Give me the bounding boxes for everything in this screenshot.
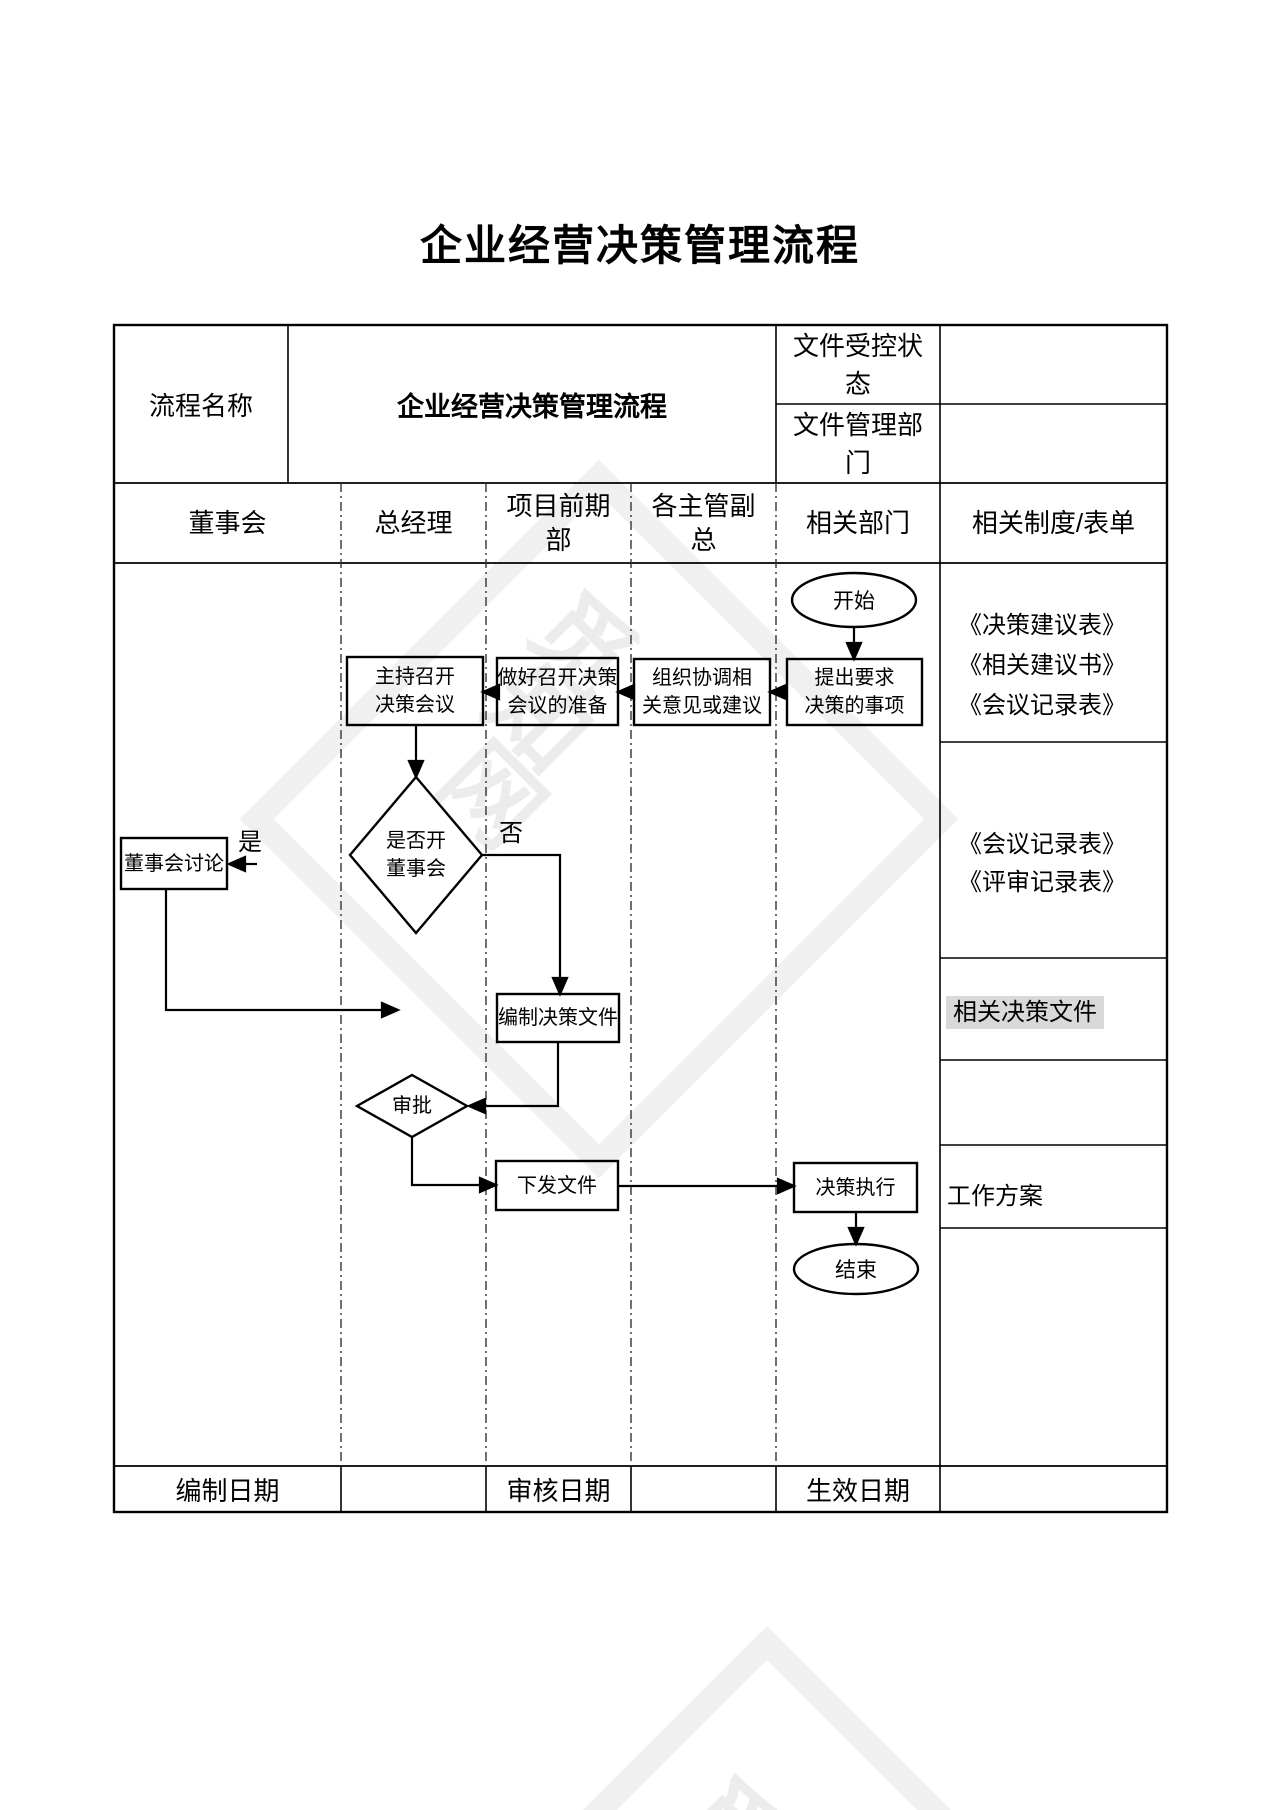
board-discuss-box [119, 836, 229, 891]
end-node-label: 结束 [794, 1244, 918, 1294]
effective-date-label-cell: 生效日期 [776, 1466, 940, 1512]
lane-header-vice-presidents: 各主管副总 [631, 483, 776, 563]
review-date-value-cell [631, 1466, 776, 1512]
managing-dept-label-cell: 文件管理部门 [776, 404, 940, 483]
board-question-line2: 董事会 [386, 858, 446, 880]
flow-arrows [164, 627, 865, 1247]
prepare-line2: 会议的准备 [507, 694, 608, 717]
lane-label: 各主管副总 [651, 491, 756, 555]
managing-dept-value-cell [940, 404, 1167, 483]
page-title: 企业经营决策管理流程 [419, 222, 860, 269]
form-item: 工作方案 [947, 1176, 1043, 1211]
end-text: 结束 [835, 1259, 877, 1282]
controlled-state-value-cell [940, 325, 1167, 404]
lane-dividers [340, 483, 777, 1466]
form-text: 《决策建议表》 [958, 612, 1126, 639]
propose-node-label: 提出要求 决策的事项 [787, 659, 922, 725]
controlled-state-label: 文件受控状态 [792, 330, 923, 399]
form-text: 工作方案 [947, 1183, 1043, 1210]
form-item-highlighted: 相关决策文件 [946, 992, 1104, 1029]
lane-header-board: 董事会 [114, 483, 341, 563]
compile-date-label: 编制日期 [175, 1475, 280, 1506]
managing-dept-label: 文件管理部门 [792, 409, 923, 478]
form-text: 《相关建议书》 [958, 652, 1126, 679]
review-date-label: 审核日期 [506, 1475, 611, 1506]
lane-label: 总经理 [374, 508, 453, 538]
lane-label: 董事会 [188, 508, 267, 538]
board-question-label: 是否开 董事会 [350, 810, 482, 900]
lane-header-project-dept: 项目前期部 [486, 483, 631, 563]
start-text: 开始 [833, 590, 875, 613]
lane-header-forms: 相关制度/表单 [940, 483, 1167, 563]
board-question-diamond [348, 775, 484, 935]
controlled-state-label-cell: 文件受控状态 [776, 325, 940, 404]
propose-line1: 提出要求 [814, 667, 895, 689]
host-node-label: 主持召开 决策会议 [347, 657, 483, 725]
prepare-node-label: 做好召开决策 会议的准备 [497, 658, 618, 725]
process-name-value-cell: 企业经营决策管理流程 [288, 325, 776, 483]
form-text: 《评审记录表》 [958, 869, 1126, 896]
form-item: 《相关建议书》 [958, 645, 1126, 680]
process-name-label: 流程名称 [148, 390, 253, 421]
issue-node-label: 下发文件 [496, 1161, 618, 1210]
coordinate-node-label: 组织协调相 关意见或建议 [634, 659, 770, 725]
board-discuss-label: 董事会讨论 [121, 838, 227, 889]
issue-text: 下发文件 [517, 1174, 597, 1197]
form-text: 《会议记录表》 [958, 692, 1126, 719]
compile-date-value-cell [341, 1466, 486, 1512]
process-name-label-cell: 流程名称 [114, 325, 288, 483]
lane-header-general-manager: 总经理 [341, 483, 486, 563]
form-text: 《会议记录表》 [958, 831, 1126, 858]
board-question-line1: 是否开 [386, 830, 446, 852]
execute-node-label: 决策执行 [794, 1163, 917, 1212]
no-text: 否 [499, 820, 523, 847]
start-node-label: 开始 [792, 573, 916, 627]
lane-label: 相关部门 [805, 508, 910, 538]
lane-label: 项目前期部 [506, 491, 611, 555]
approve-node-label: 审批 [357, 1075, 467, 1137]
execute-text: 决策执行 [815, 1176, 896, 1199]
yes-text: 是 [238, 829, 262, 856]
form-item: 《会议记录表》 [958, 685, 1126, 720]
coordinate-line1: 组织协调相 [652, 667, 752, 689]
review-date-label-cell: 审核日期 [486, 1466, 631, 1512]
effective-date-label: 生效日期 [805, 1475, 910, 1506]
form-item: 《评审记录表》 [958, 862, 1126, 897]
approve-text: 审批 [392, 1095, 432, 1117]
host-line1: 主持召开 [375, 666, 455, 688]
propose-line2: 决策的事项 [804, 695, 905, 717]
effective-date-value-cell [940, 1466, 1167, 1512]
compile-date-label-cell: 编制日期 [114, 1466, 341, 1512]
board-discuss-text: 董事会讨论 [124, 852, 224, 875]
form-text: 相关决策文件 [946, 996, 1104, 1029]
prepare-line1: 做好召开决策 [497, 666, 618, 689]
no-branch-label: 否 [499, 813, 523, 848]
draft-node-label: 编制决策文件 [497, 994, 619, 1042]
process-name-value: 企业经营决策管理流程 [397, 391, 667, 422]
yes-branch-label: 是 [238, 822, 262, 857]
coordinate-line2: 关意见或建议 [642, 695, 762, 717]
form-item: 《决策建议表》 [958, 605, 1126, 640]
draft-text: 编制决策文件 [498, 1007, 618, 1029]
host-line2: 决策会议 [375, 694, 455, 716]
lane-label: 相关制度/表单 [971, 508, 1136, 538]
table-grid [112, 323, 1169, 1514]
lane-header-related-depts: 相关部门 [776, 483, 940, 563]
form-item: 《会议记录表》 [958, 824, 1126, 859]
